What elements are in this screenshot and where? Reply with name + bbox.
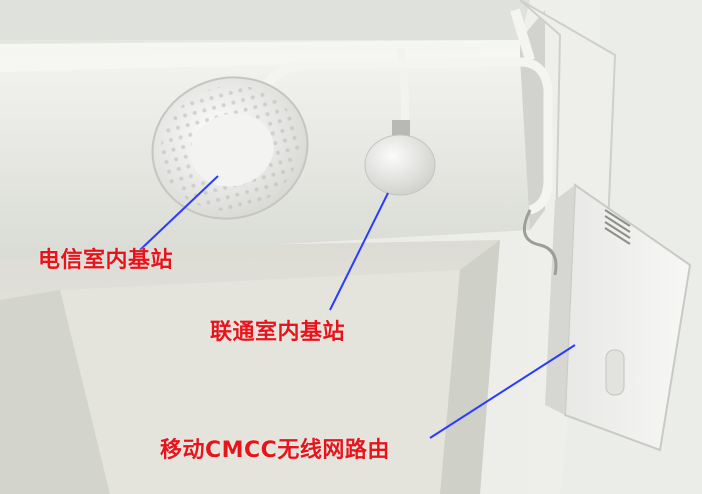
telecom-pointer-line — [139, 175, 219, 251]
mobile-pointer-line — [429, 344, 576, 439]
mobile-router-label: 移动CMCC无线网路由 — [160, 438, 390, 463]
telecom-base-station-label: 电信室内基站 — [38, 248, 174, 273]
unicom-base-station-label: 联通室内基站 — [210, 320, 346, 345]
unicom-pointer-line — [329, 192, 389, 311]
